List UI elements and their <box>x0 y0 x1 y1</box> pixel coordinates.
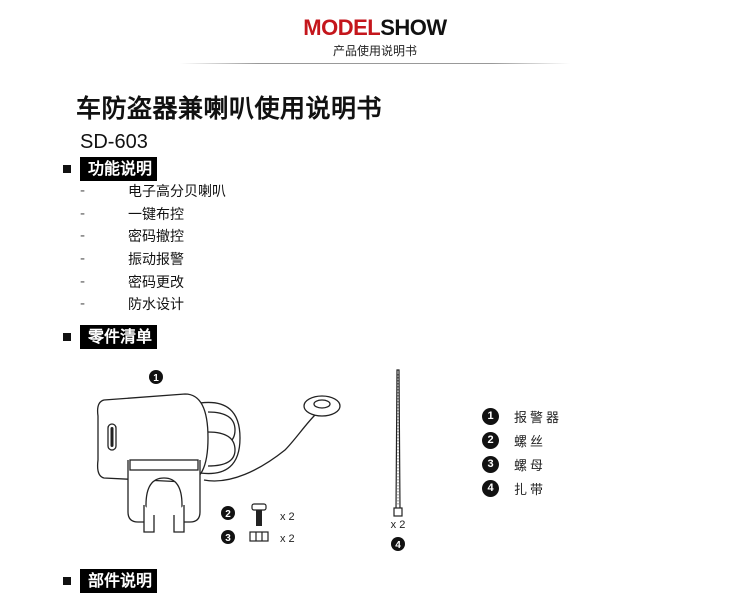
header-divider <box>180 63 570 64</box>
svg-text:2: 2 <box>225 509 231 520</box>
section-parts-title: 零件清单 <box>80 325 158 349</box>
legend-item: 3 螺母 <box>482 452 562 476</box>
list-item: - 防水设计 <box>80 293 226 316</box>
brand-logo-show: SHOW <box>380 15 447 40</box>
list-dash: - <box>80 296 86 313</box>
legend-label: 扎带 <box>514 482 547 498</box>
section-components-header: 部件说明 <box>63 569 158 593</box>
list-dash: - <box>80 251 86 268</box>
list-dash: - <box>80 228 86 245</box>
svg-text:4: 4 <box>395 540 401 551</box>
nut-illustration <box>249 531 269 542</box>
feature-label: 振动报警 <box>128 252 184 269</box>
svg-text:1: 1 <box>153 373 159 384</box>
callout-2-icon: 2 <box>221 506 235 520</box>
feature-label: 电子高分贝喇叭 <box>128 184 226 201</box>
legend-item: 4 扎带 <box>482 476 562 500</box>
nut-quantity: x 2 <box>280 533 295 545</box>
brand-logo: MODELSHOW <box>0 15 750 41</box>
section-features-header: 功能说明 <box>63 157 158 181</box>
section-components-title: 部件说明 <box>80 569 158 593</box>
list-item: - 密码更改 <box>80 270 226 293</box>
model-number: SD-603 <box>80 131 148 153</box>
legend-item: 1 报警器 <box>482 404 562 428</box>
list-dash: - <box>80 273 86 290</box>
list-item: - 电子高分贝喇叭 <box>80 180 226 203</box>
features-list: - 电子高分贝喇叭 - 一键布控 - 密码撤控 - 振动报警 - 密码更改 - 防水设计 <box>80 180 226 316</box>
legend-label: 螺丝 <box>514 434 547 450</box>
alarm-unit-illustration <box>96 393 341 533</box>
legend-label: 报警器 <box>514 410 563 426</box>
list-dash: - <box>80 205 86 222</box>
number-badge-icon: 1 <box>482 407 499 425</box>
list-item: - 密码撤控 <box>80 225 226 248</box>
number-badge-icon: 4 <box>482 479 499 497</box>
feature-label: 密码更改 <box>128 274 184 291</box>
screw-illustration <box>251 503 267 526</box>
list-item: - 振动报警 <box>80 248 226 271</box>
callout-1-icon: 1 <box>149 370 163 384</box>
brand-logo-model: MODEL <box>303 15 381 40</box>
callout-3-icon: 3 <box>221 530 235 544</box>
number-badge-icon: 2 <box>482 431 499 449</box>
feature-label: 一键布控 <box>128 206 184 223</box>
screw-quantity: x 2 <box>280 511 295 523</box>
parts-diagram: 1 2 x 2 3 x 2 <box>96 369 406 551</box>
brand-subtitle: 产品使用说明书 <box>332 44 417 58</box>
callout-4-icon: 4 <box>391 537 405 551</box>
legend-item: 2 螺丝 <box>482 428 562 452</box>
section-parts-header: 零件清单 <box>63 325 158 349</box>
list-item: - 一键布控 <box>80 203 226 226</box>
parts-legend: 1 报警器 2 螺丝 3 螺母 4 扎带 <box>482 404 562 500</box>
square-bullet-icon <box>63 333 71 341</box>
number-badge-icon: 3 <box>482 455 499 473</box>
list-dash: - <box>80 183 86 200</box>
document-title: 车防盗器兼喇叭使用说明书 <box>76 94 383 123</box>
square-bullet-icon <box>63 577 71 585</box>
cable-tie-illustration <box>393 369 403 517</box>
section-features-title: 功能说明 <box>80 157 158 181</box>
svg-text:3: 3 <box>225 533 231 544</box>
feature-label: 密码撤控 <box>128 229 184 246</box>
square-bullet-icon <box>63 165 71 173</box>
cable-tie-quantity: x 2 <box>391 519 406 531</box>
legend-label: 螺母 <box>514 458 547 474</box>
feature-label: 防水设计 <box>128 297 184 314</box>
